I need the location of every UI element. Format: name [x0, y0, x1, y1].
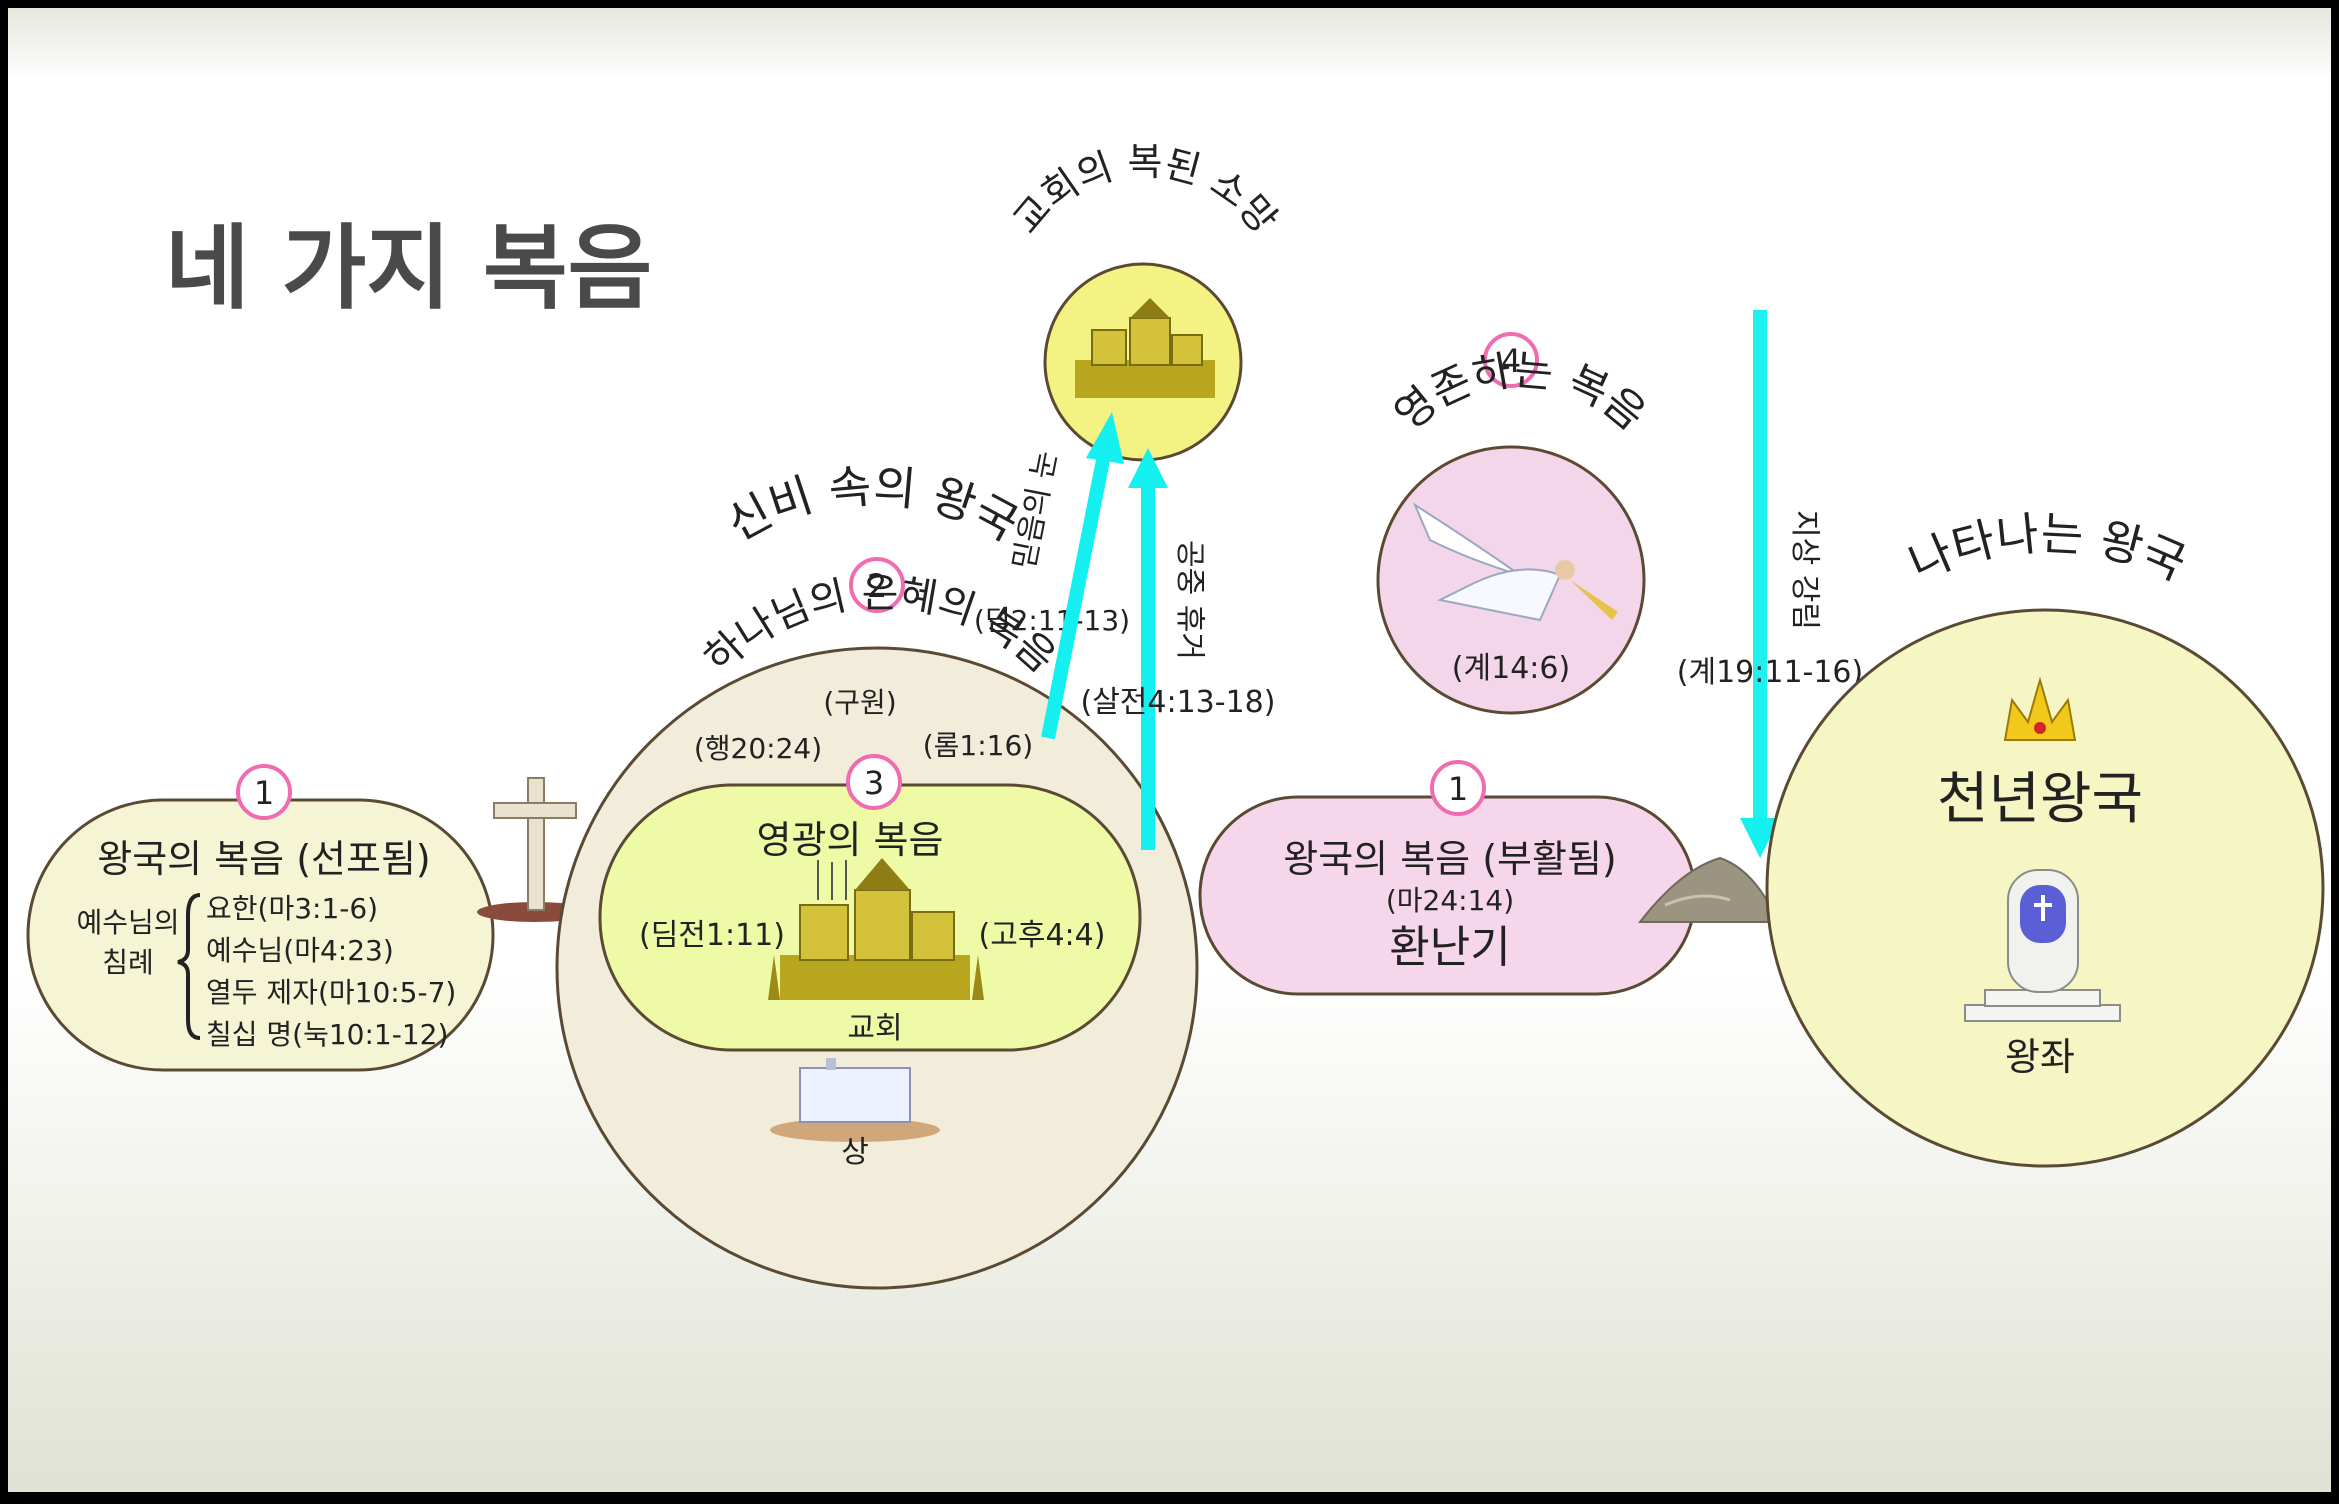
titus-reference: (딛2:11-13)	[974, 604, 1130, 637]
descent-label: 지상 강림	[1787, 510, 1822, 630]
angel-icon	[1412, 502, 1618, 622]
tribulation-label: 환난기	[1389, 922, 1510, 973]
left-oval-label-line1: 예수님의	[76, 906, 179, 939]
descent-arrow	[1740, 310, 1780, 858]
table-icon	[770, 1058, 940, 1142]
castle-icon	[1075, 298, 1215, 398]
number-badge-1-left-text: 1	[254, 774, 274, 812]
kingdom-gospel-proclaimed-oval: 1 왕국의 복음 (선포됨) 예수님의 침례 요한(마3:1-6) 예수님(마4…	[26, 764, 495, 1072]
throne-icon	[1964, 869, 2121, 1022]
crown-icon	[2003, 676, 2077, 741]
salvation-label: (구원)	[823, 686, 896, 719]
millennial-kingdom-label: 천년왕국	[1937, 767, 2143, 832]
throne-label: 왕좌	[2005, 1035, 2075, 1079]
page-title: 네 가지 복음	[165, 215, 652, 322]
number-badge-4	[1483, 332, 1539, 388]
glory-gospel-title: 영광의 복음	[757, 818, 944, 862]
rapture-arrow	[1128, 448, 1168, 850]
church-label: 교회	[847, 1011, 902, 1046]
rapture-reference: (살전4:13-18)	[1081, 685, 1276, 720]
descent-reference: (계19:11-16)	[1677, 655, 1863, 690]
church-blessed-hope-circle: 교회의 복된 소망	[1004, 140, 1286, 462]
matthew-24-reference: (마24:14)	[1386, 884, 1514, 917]
corinthians-reference: (고후4:4)	[979, 918, 1106, 953]
number-badge-1-right	[1430, 760, 1486, 816]
timothy-reference: (딤전1:11)	[639, 918, 785, 953]
rapture-label: 공중 휴거	[1172, 540, 1207, 660]
left-oval-item: 요한(마3:1-6)	[206, 892, 378, 925]
left-oval-brace	[177, 893, 201, 1040]
tribulation-oval-title: 왕국의 복음 (부활됨)	[1283, 837, 1617, 881]
castle-icon	[768, 858, 984, 1000]
acts-reference: (행20:24)	[694, 732, 822, 765]
left-oval-item: 칠십 명(눅10:1-12)	[206, 1018, 448, 1051]
number-badge-1-left	[236, 764, 292, 820]
left-oval-item: 예수님(마4:23)	[206, 934, 394, 967]
revelation-14-reference: (계14:6)	[1452, 651, 1570, 686]
number-badge-2-text: 2	[867, 567, 887, 605]
number-badge-4-text: 4	[1501, 342, 1521, 380]
kingdom-gospel-revived-oval: 1 왕국의 복음 (부활됨) (마24:14) 환난기	[1198, 760, 1697, 996]
romans-reference: (롬1:16)	[923, 729, 1034, 762]
left-oval-label-line2: 침례	[102, 946, 154, 979]
number-badge-1-right-text: 1	[1448, 770, 1468, 808]
faith-eye-arrow	[1041, 412, 1124, 740]
table-label: 상	[841, 1135, 869, 1170]
number-badge-3-text: 3	[864, 764, 884, 802]
mystery-kingdom-circle: 신비 속의 왕국 2 하나님의 은혜의 복음 (구원) (행20:24) (롬1…	[555, 459, 1199, 1290]
left-oval-item: 열두 제자(마10:5-7)	[206, 976, 456, 1009]
number-badge-3	[846, 754, 902, 810]
number-badge-2	[849, 557, 905, 613]
left-oval-title: 왕국의 복음 (선포됨)	[97, 837, 431, 881]
